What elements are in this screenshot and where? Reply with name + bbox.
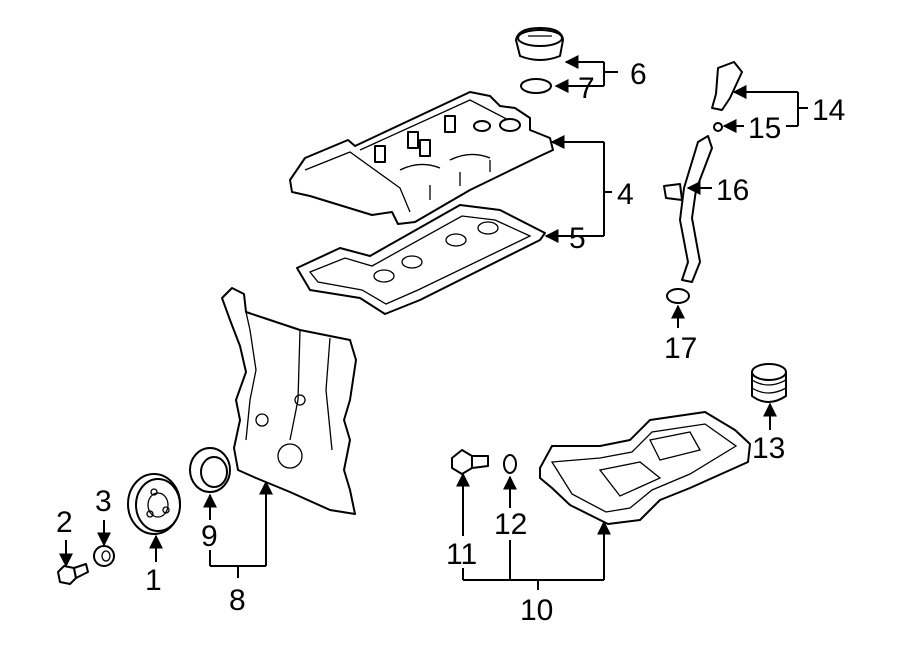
leader-lines bbox=[59, 55, 808, 590]
oil-pan bbox=[539, 411, 751, 525]
callout-8: 8 bbox=[229, 584, 246, 617]
callout-17: 17 bbox=[664, 332, 697, 365]
callout-14: 14 bbox=[812, 94, 845, 127]
valve-cover bbox=[289, 91, 554, 225]
timing-cover bbox=[221, 287, 357, 515]
valve-cover-gasket bbox=[296, 204, 546, 315]
callout-5: 5 bbox=[569, 222, 586, 255]
callout-16: 16 bbox=[716, 174, 749, 207]
callout-4: 4 bbox=[617, 178, 634, 211]
crankshaft-seal bbox=[189, 447, 231, 493]
oil-filler-cap bbox=[515, 27, 564, 61]
drain-plug bbox=[451, 449, 489, 475]
pulley-bolt bbox=[57, 563, 89, 585]
callout-11: 11 bbox=[446, 538, 477, 571]
callout-9: 9 bbox=[201, 520, 218, 553]
callout-13: 13 bbox=[752, 432, 785, 465]
callout-12: 12 bbox=[494, 508, 527, 541]
pulley-washer bbox=[93, 545, 115, 567]
dipstick-assembly bbox=[663, 61, 743, 283]
callout-labels: 1 2 3 4 5 6 7 8 9 10 11 12 13 14 15 16 1… bbox=[56, 58, 845, 627]
oil-filter bbox=[751, 363, 787, 403]
crankshaft-pulley bbox=[127, 473, 181, 535]
callout-3: 3 bbox=[95, 485, 112, 518]
cap-o-ring bbox=[520, 78, 552, 94]
callout-1: 1 bbox=[145, 564, 162, 597]
callout-7: 7 bbox=[578, 72, 595, 105]
callout-10: 10 bbox=[520, 594, 553, 627]
callout-6: 6 bbox=[630, 58, 647, 91]
callout-15: 15 bbox=[748, 112, 781, 145]
drain-gasket bbox=[503, 454, 517, 474]
tube-gasket bbox=[666, 288, 690, 304]
callout-2: 2 bbox=[56, 506, 73, 539]
